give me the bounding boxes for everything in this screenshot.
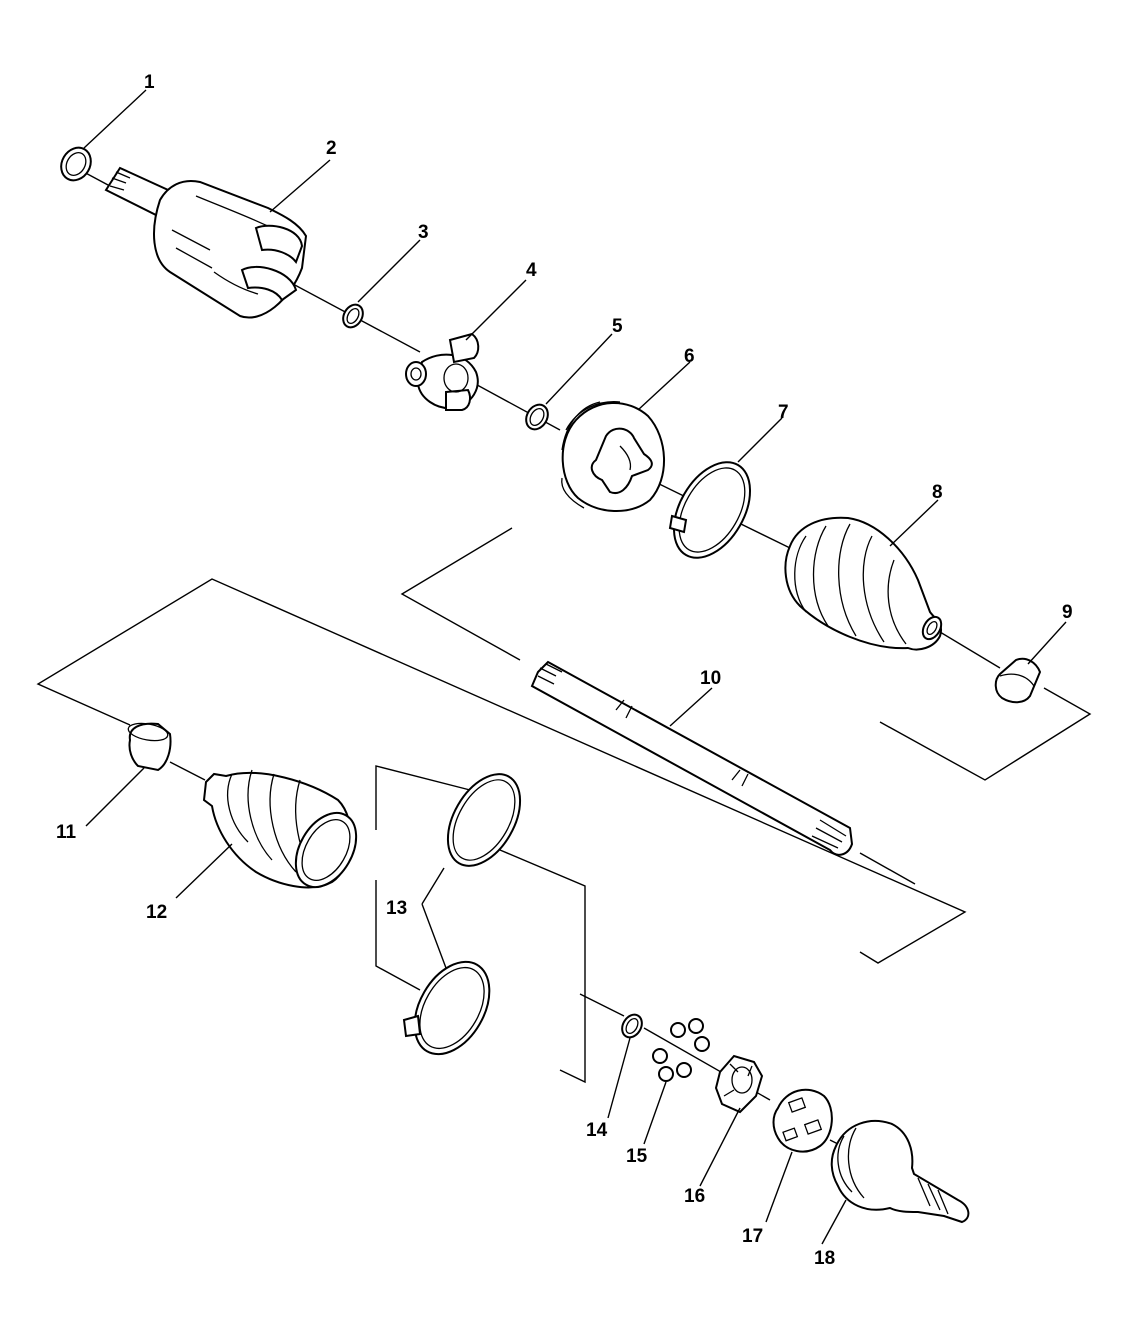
callout-16: 16 xyxy=(684,1186,705,1207)
callout-14: 14 xyxy=(586,1120,608,1141)
part-3-snap-ring xyxy=(342,303,364,329)
callout-18: 18 xyxy=(814,1248,835,1269)
callout-5: 5 xyxy=(612,316,623,337)
callout-15: 15 xyxy=(626,1146,648,1167)
callout-4: 4 xyxy=(526,260,537,281)
callout-11: 11 xyxy=(56,822,77,843)
part-10-axle-shaft xyxy=(530,660,854,856)
part-9-band xyxy=(994,657,1042,704)
callout-8: 8 xyxy=(932,482,943,503)
part-13-clamps xyxy=(402,773,522,1056)
callout-labels: 1 2 3 4 5 6 7 8 9 10 11 12 13 14 15 16 1… xyxy=(56,72,1073,1269)
leader-lines xyxy=(83,89,1067,1245)
callout-9: 9 xyxy=(1062,602,1073,623)
part-12-boot xyxy=(202,769,358,889)
part-7-clamp-ring xyxy=(668,461,751,559)
callout-1: 1 xyxy=(144,72,155,93)
part-8-boot xyxy=(784,516,943,651)
part-5-snap-ring xyxy=(525,403,549,431)
callout-10: 10 xyxy=(700,668,721,689)
part-1-snap-ring xyxy=(60,146,92,182)
part-15-balls xyxy=(652,1018,710,1082)
callout-12: 12 xyxy=(146,902,167,923)
callout-3: 3 xyxy=(418,222,429,243)
part-18-outer-cv-joint xyxy=(830,1120,970,1224)
callout-2: 2 xyxy=(326,138,337,159)
part-17-cage xyxy=(772,1088,833,1153)
part-16-inner-race xyxy=(714,1054,764,1114)
callout-17: 17 xyxy=(742,1226,763,1247)
part-11-band xyxy=(127,722,172,772)
part-6-joint-cover xyxy=(561,401,665,512)
part-14-snap-ring xyxy=(621,1013,643,1039)
callout-13: 13 xyxy=(386,898,407,919)
callout-6: 6 xyxy=(684,346,695,367)
part-4-tripod-spider xyxy=(405,332,480,411)
reference-lines xyxy=(36,169,1092,1151)
callout-7: 7 xyxy=(778,402,789,423)
part-2-tripod-housing xyxy=(104,166,308,319)
